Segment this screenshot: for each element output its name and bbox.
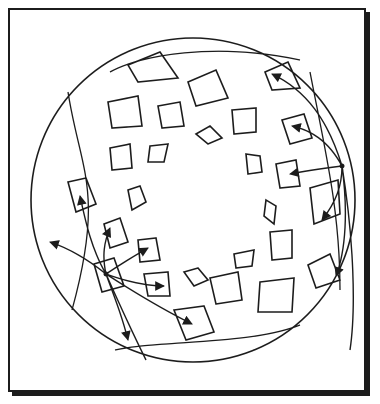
tile (188, 70, 228, 106)
diagram (10, 10, 368, 394)
tile (258, 278, 294, 312)
arrow (106, 274, 192, 324)
tile (196, 126, 222, 144)
arrow (106, 274, 128, 340)
tile (282, 114, 312, 144)
origin-point (104, 272, 109, 277)
boundary-arc-left (68, 92, 88, 310)
tile (210, 272, 242, 304)
arrow (104, 228, 110, 274)
figure-frame (8, 8, 366, 392)
tile (246, 154, 262, 174)
tile (138, 238, 160, 262)
tile (108, 96, 142, 128)
tile (265, 62, 300, 90)
tile (308, 254, 340, 288)
tile (110, 144, 132, 170)
tile (264, 200, 276, 224)
tile (174, 306, 214, 340)
tile (128, 52, 178, 82)
arrow (106, 248, 148, 274)
tile-group (68, 52, 340, 340)
tile (270, 230, 292, 260)
tile (158, 102, 184, 128)
tile (148, 144, 168, 162)
tile (276, 160, 300, 188)
tile (128, 186, 146, 210)
tile (144, 272, 170, 296)
tile (232, 108, 256, 134)
boundary-arc-bottom (115, 325, 300, 350)
tile (184, 268, 208, 286)
disk-boundary (31, 38, 355, 362)
origin-point (340, 164, 345, 169)
tile (234, 250, 254, 268)
